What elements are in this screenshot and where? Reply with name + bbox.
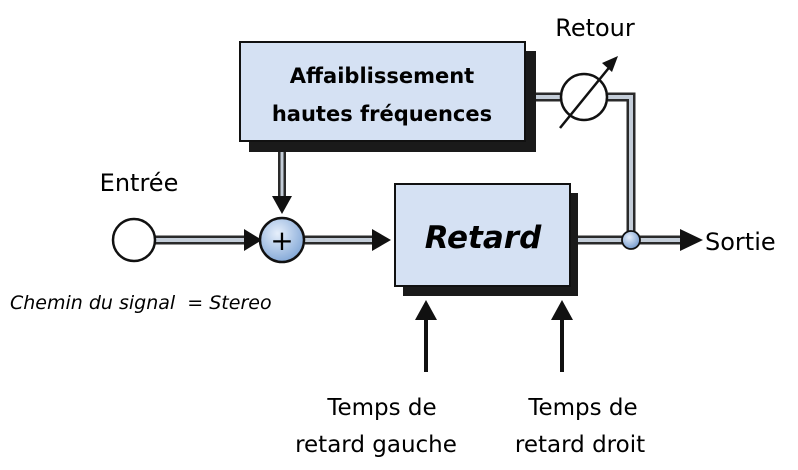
right-delay-arrow — [551, 300, 573, 372]
arrowhead-output — [680, 229, 703, 251]
plus-icon: + — [270, 224, 293, 257]
left-delay-time-label-line2: retard gauche — [295, 432, 457, 458]
wire-damping-to-summer — [272, 146, 292, 214]
output-label: Sortie — [705, 228, 776, 256]
hf-damping-label-line2: hautes fréquences — [272, 102, 492, 126]
summer-junction: + — [258, 216, 306, 264]
wire-feedback-return — [608, 92, 636, 240]
hf-damping-label-line1: Affaiblissement — [290, 64, 474, 88]
variable-control-icon — [559, 56, 618, 129]
wire-arrowheads — [244, 229, 703, 251]
arrowhead-into-summer — [244, 229, 262, 251]
delay-label: Retard — [425, 220, 542, 256]
hf-damping-block: Affaiblissement hautes fréquences — [239, 41, 536, 152]
signal-path-label: Chemin du signal = Stereo — [10, 292, 272, 314]
left-delay-time-label-line1: Temps de — [326, 395, 436, 421]
output-junction-node — [621, 230, 641, 250]
right-delay-time-label-line2: retard droit — [515, 432, 645, 458]
input-node — [111, 217, 157, 263]
feedback-label: Retour — [555, 14, 635, 42]
arrowhead-into-delay — [372, 229, 391, 251]
right-delay-time-label-line1: Temps de — [527, 395, 637, 421]
left-delay-arrow — [415, 300, 437, 372]
delay-block: Retard — [394, 183, 578, 296]
input-label: Entrée — [100, 169, 179, 197]
